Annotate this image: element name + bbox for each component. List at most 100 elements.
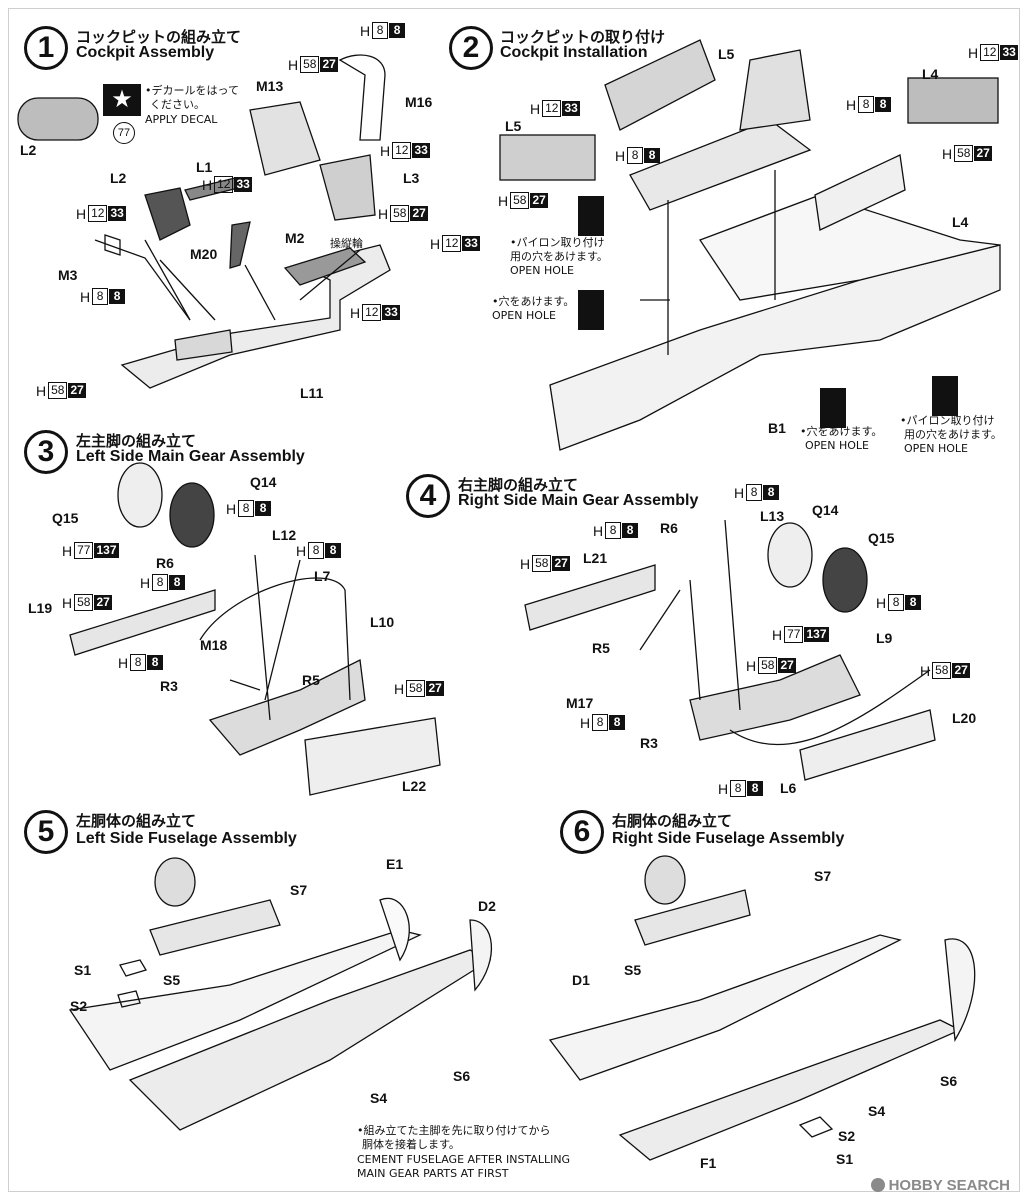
part-label-d1: D1: [572, 972, 590, 988]
drill-icon: [932, 376, 958, 416]
part-label-f1: F1: [700, 1155, 717, 1171]
left-gear-drawing: [69, 462, 441, 796]
step-5-number: 5: [24, 810, 68, 854]
step-1-title-jp: コックピットの組み立て: [76, 28, 242, 46]
part-label-m17: M17: [566, 695, 594, 711]
watermark-text: HOBBY SEARCH: [888, 1177, 1010, 1194]
right-gear-drawing: [524, 519, 936, 781]
right-fuselage-drawing: [548, 855, 976, 1161]
part-label-l10: L10: [370, 614, 395, 630]
step-6-title-jp: 右胴体の組み立て: [612, 812, 733, 830]
part-label-l4: L4: [922, 66, 939, 82]
part-label-m2: M2: [285, 230, 305, 246]
step-1-number: 1: [24, 26, 68, 70]
step-2-title-jp: コックピットの取り付け: [500, 28, 666, 46]
part-label-m20: M20: [190, 246, 218, 262]
part-label-l1: L1: [196, 159, 213, 175]
part-label-l2: L2: [110, 170, 127, 186]
hole-note-jp: •穴をあけます。: [492, 295, 575, 308]
part-label-l6: L6: [780, 780, 797, 796]
drill-icon: [578, 196, 604, 236]
part-label-b1: B1: [768, 420, 786, 436]
hole-note-en: OPEN HOLE: [805, 439, 869, 452]
part-label-l9: L9: [876, 630, 893, 646]
part-label-m16: M16: [405, 94, 433, 110]
part-label-s4: S4: [370, 1090, 388, 1106]
part-label-l5: L5: [505, 118, 522, 134]
drill-icon: [578, 290, 604, 330]
decal-star-icon: ★: [103, 84, 141, 116]
part-label-l11: L11: [300, 385, 324, 401]
hole-note-en: OPEN HOLE: [492, 309, 556, 322]
part-label-s4: S4: [868, 1103, 886, 1119]
control-wheel-note: 操縦輪: [330, 237, 363, 250]
step-2-title-en: Cockpit Installation: [500, 44, 648, 61]
part-label-q15: Q15: [52, 510, 79, 526]
part-label-l3: L3: [403, 170, 420, 186]
step-5-title-jp: 左胴体の組み立て: [76, 812, 197, 830]
part-label-s6: S6: [453, 1068, 471, 1084]
part-label-s7: S7: [290, 882, 308, 898]
part-label-m18: M18: [200, 637, 228, 653]
cockpit-floor-drawing: [17, 54, 391, 389]
left-fuselage-drawing: [68, 857, 493, 1131]
part-label-r5: R5: [592, 640, 610, 656]
part-label-s2: S2: [838, 1128, 856, 1144]
drill-icon: [820, 388, 846, 428]
fuselage-note-en2: MAIN GEAR PARTS AT FIRST: [357, 1167, 509, 1180]
pylon-note-jp1: •パイロン取り付け: [900, 414, 995, 427]
hole-note-jp: •穴をあけます。: [800, 425, 883, 438]
fuselage-note-en1: CEMENT FUSELAGE AFTER INSTALLING: [357, 1153, 571, 1166]
step-4-title-en: Right Side Main Gear Assembly: [458, 492, 699, 509]
step-2-number: 2: [449, 26, 493, 70]
pylon-note-en: OPEN HOLE: [510, 264, 574, 277]
pylon-note-jp2: 用の穴をあけます。: [510, 250, 608, 263]
part-label-q15: Q15: [868, 530, 895, 546]
part-label-l19: L19: [28, 600, 53, 616]
instruction-sheet: [8, 8, 1020, 1192]
pylon-note-jp2: 用の穴をあけます。: [904, 428, 1002, 441]
step-3-title-jp: 左主脚の組み立て: [76, 432, 197, 450]
part-label-l7: L7: [314, 568, 331, 584]
part-label-q14: Q14: [812, 502, 839, 518]
watermark-logo-icon: [870, 1178, 885, 1192]
part-label-r6: R6: [156, 555, 174, 571]
part-label-l12: L12: [272, 527, 297, 543]
part-label-l2: L2: [20, 142, 37, 158]
part-label-m3: M3: [58, 267, 78, 283]
part-label-r6: R6: [660, 520, 678, 536]
part-label-l5: L5: [718, 46, 735, 62]
part-label-l20: L20: [952, 710, 977, 726]
pylon-note-en: OPEN HOLE: [904, 442, 968, 455]
decal-number-badge: 77: [113, 122, 135, 144]
part-label-s6: S6: [940, 1073, 958, 1089]
part-label-l21: L21: [583, 550, 608, 566]
part-label-e1: E1: [386, 856, 404, 872]
fuselage-note-jp2: 胴体を接着します。: [362, 1138, 460, 1151]
